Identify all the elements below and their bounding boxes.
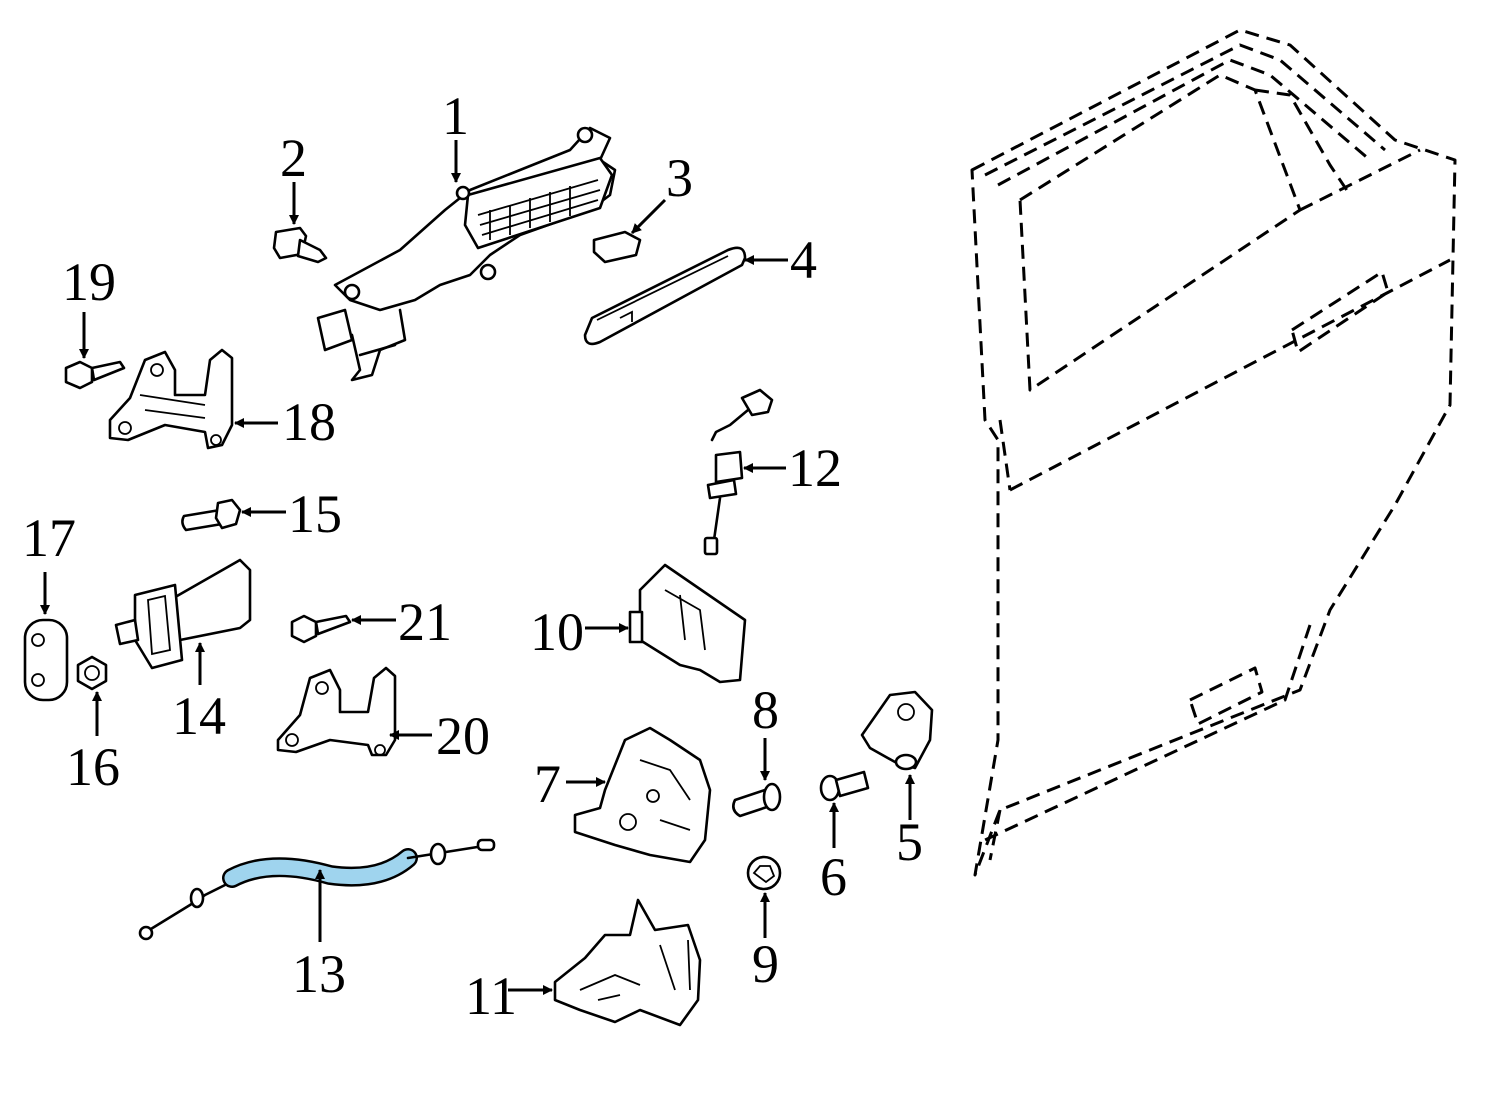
bolt-part-15 bbox=[181, 498, 242, 532]
grommet-part-9 bbox=[746, 855, 782, 891]
rod-part-12 bbox=[703, 388, 774, 556]
callout-3: 3 bbox=[666, 148, 693, 208]
cable-part-13 bbox=[138, 838, 496, 941]
callout-13: 13 bbox=[292, 944, 346, 1004]
callout-5: 5 bbox=[896, 812, 923, 872]
cap-part-3 bbox=[592, 230, 642, 264]
shield-part-11 bbox=[553, 898, 702, 1027]
callout-21: 21 bbox=[398, 592, 452, 652]
callout-20: 20 bbox=[436, 706, 490, 766]
callout-16: 16 bbox=[66, 737, 120, 797]
lower-hinge-part-20 bbox=[276, 666, 397, 757]
handle-cover-part-4 bbox=[583, 246, 747, 346]
callout-15: 15 bbox=[288, 484, 342, 544]
callout-10: 10 bbox=[530, 602, 584, 662]
pad-part-17 bbox=[23, 618, 69, 702]
callout-numbers: 1 2 3 4 5 6 7 8 9 10 11 12 13 14 15 16 1… bbox=[22, 86, 923, 1026]
bolt-part-19 bbox=[64, 360, 126, 390]
callout-7: 7 bbox=[534, 754, 561, 814]
callout-4: 4 bbox=[790, 230, 817, 290]
callout-2: 2 bbox=[280, 128, 307, 188]
bolt-part-21 bbox=[290, 614, 352, 644]
latch-part-7 bbox=[573, 726, 712, 864]
callout-8: 8 bbox=[752, 680, 779, 740]
callout-17: 17 bbox=[22, 508, 76, 568]
callout-18: 18 bbox=[282, 392, 336, 452]
upper-hinge-part-18 bbox=[108, 348, 234, 450]
callout-14: 14 bbox=[172, 686, 226, 746]
handle-bracket-part-1 bbox=[316, 126, 617, 382]
bolt-part-6 bbox=[819, 770, 870, 802]
callout-12: 12 bbox=[788, 438, 842, 498]
screw-part-2 bbox=[272, 226, 328, 264]
striker-part-5 bbox=[860, 690, 934, 771]
door-check-part-14 bbox=[114, 558, 252, 670]
callout-1: 1 bbox=[442, 86, 469, 146]
callout-9: 9 bbox=[752, 934, 779, 994]
callout-11: 11 bbox=[465, 966, 517, 1026]
bracket-part-10 bbox=[628, 563, 747, 684]
nut-part-16 bbox=[76, 655, 108, 691]
callout-6: 6 bbox=[820, 847, 847, 907]
callout-19: 19 bbox=[62, 252, 116, 312]
leader-arrows bbox=[40, 140, 915, 995]
door-outline bbox=[970, 28, 1457, 877]
pin-part-8 bbox=[732, 782, 782, 818]
